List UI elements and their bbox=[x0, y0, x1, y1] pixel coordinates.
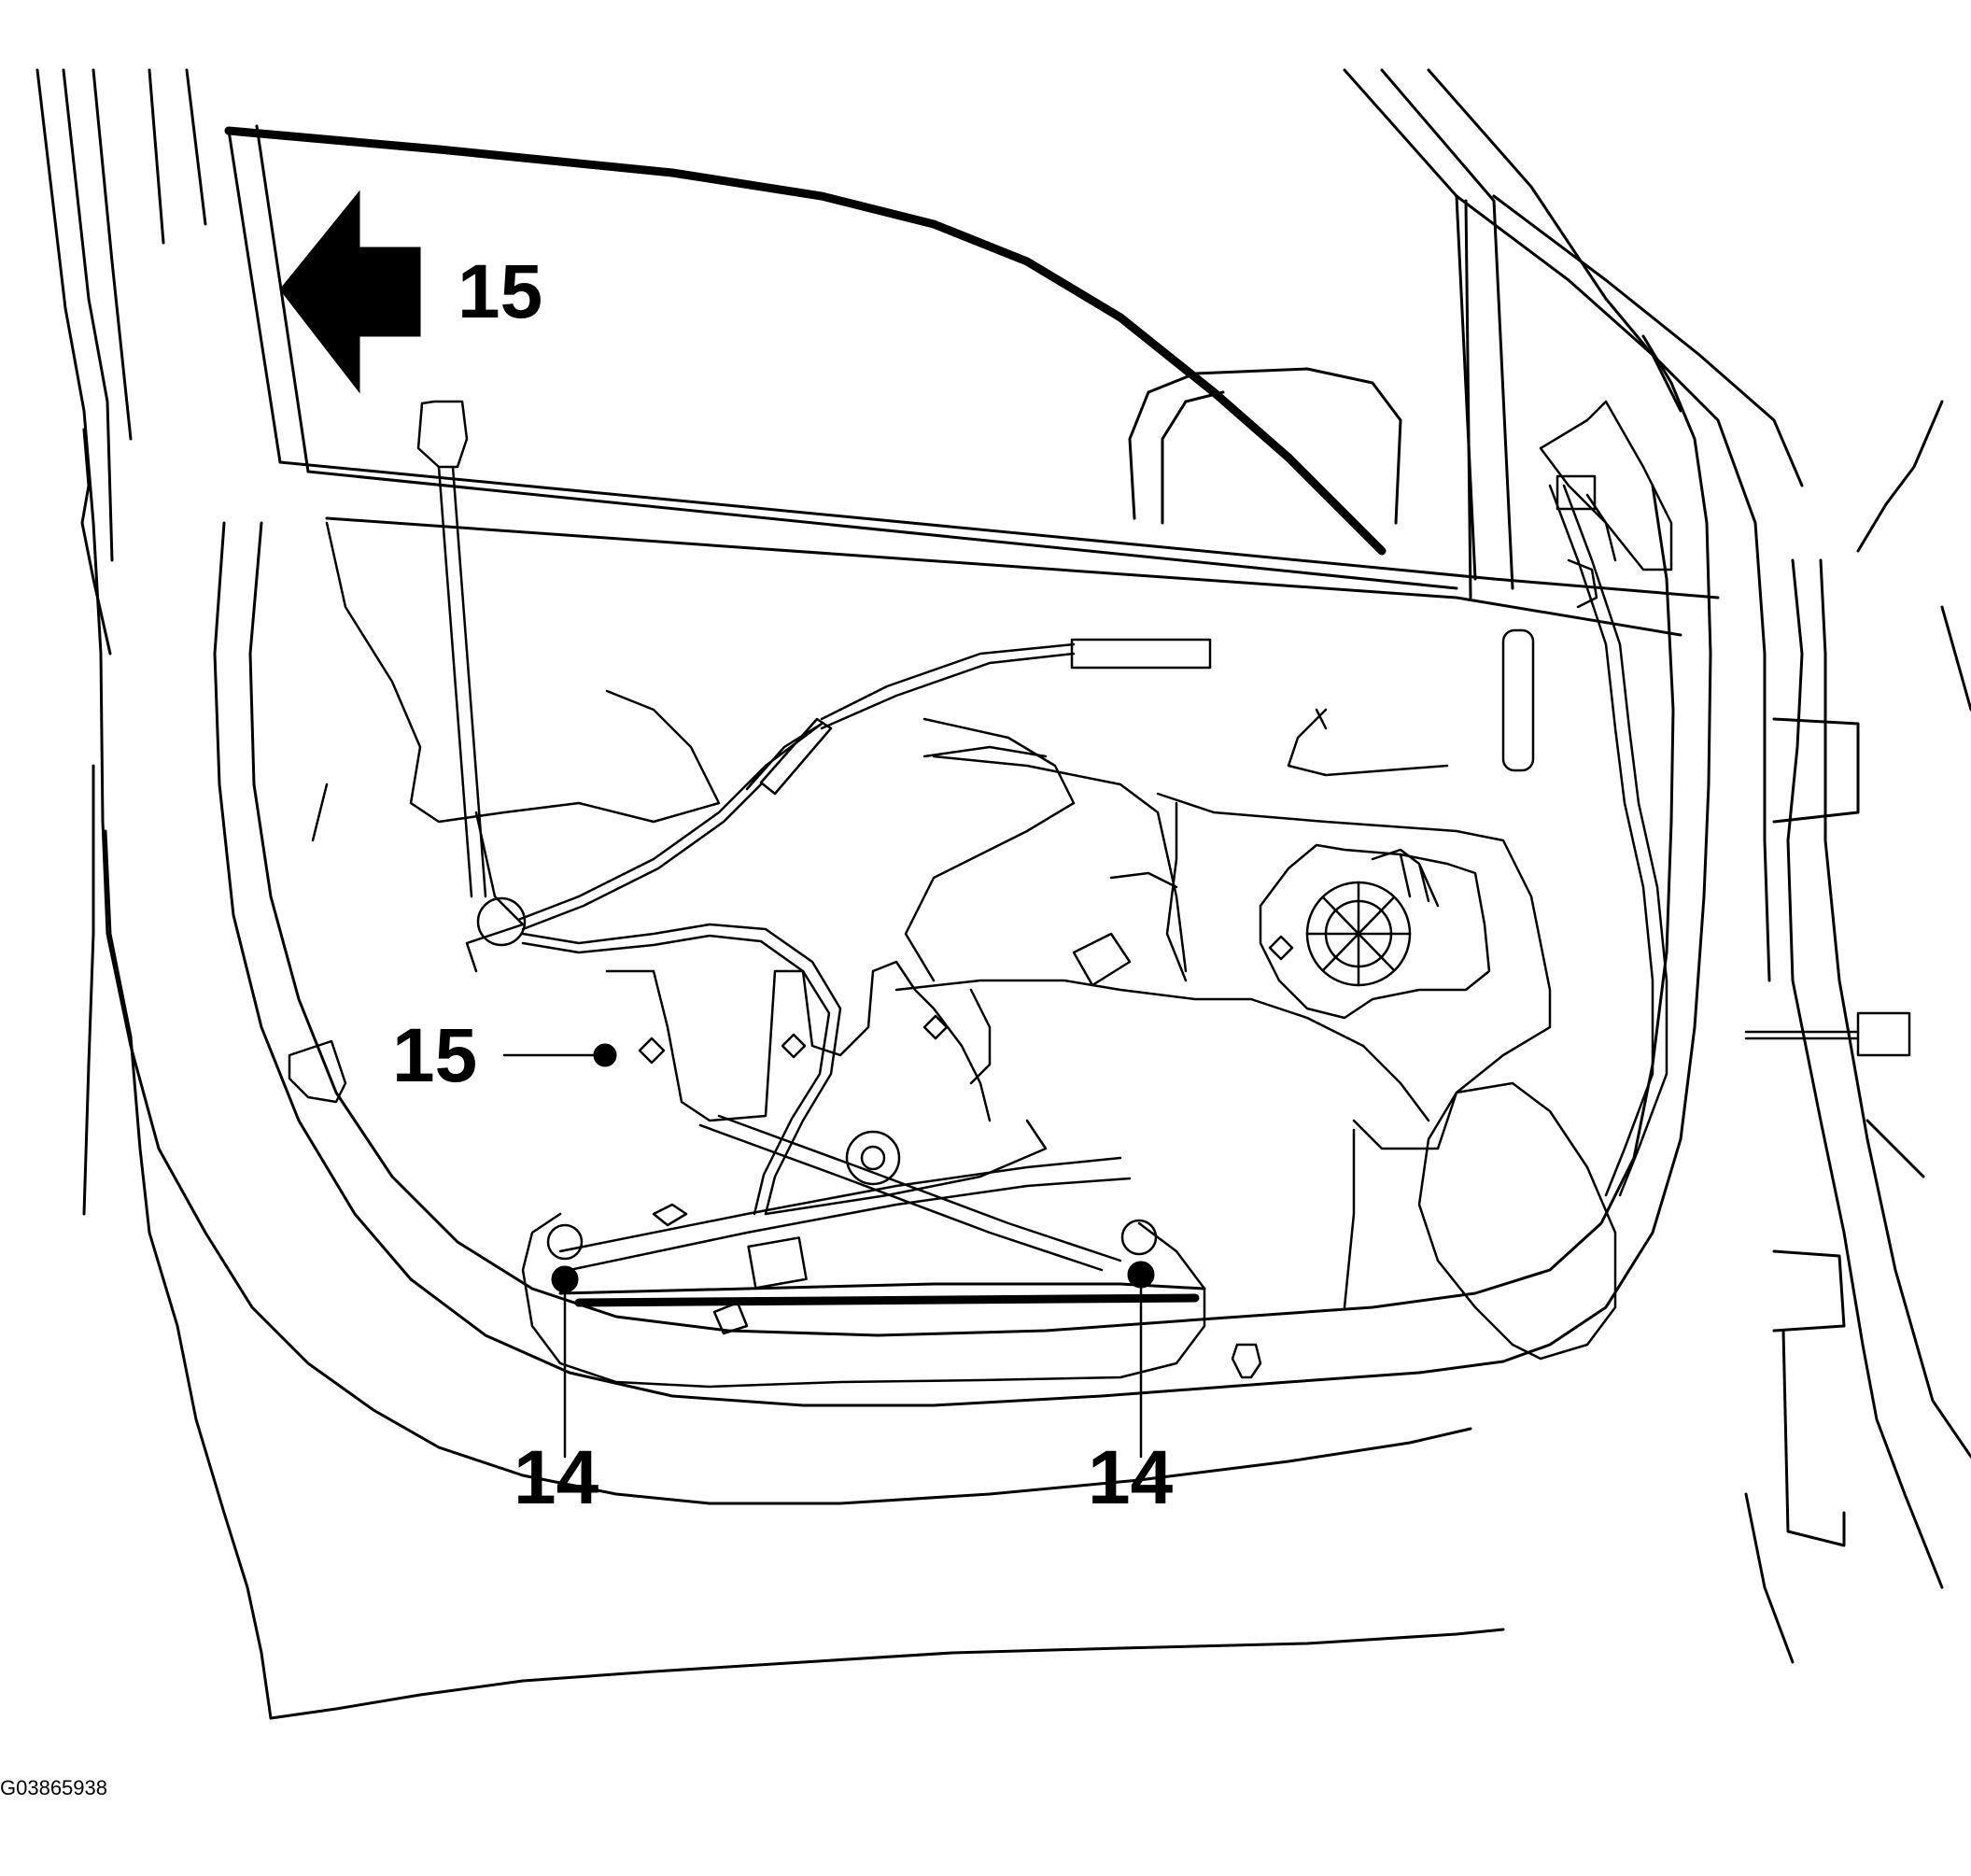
body-details bbox=[288, 783, 1178, 1104]
window-regulator bbox=[521, 960, 1262, 1389]
control-cables bbox=[416, 400, 1668, 1216]
arrow-left-icon bbox=[279, 190, 421, 394]
fastener-callout-label: 15 bbox=[392, 1013, 477, 1098]
figure-id: G03865938 bbox=[0, 1776, 107, 1799]
door-outer-frame bbox=[35, 68, 1712, 1720]
bolt-leader-lines bbox=[563, 1286, 1143, 1459]
window-frame bbox=[224, 68, 1720, 637]
body-side-right bbox=[1455, 194, 1971, 1664]
inner-panel bbox=[325, 400, 1673, 1361]
arrow-callout-label: 15 bbox=[458, 249, 542, 334]
bolt-left-callout-label: 14 bbox=[514, 1435, 599, 1520]
bolt-right-callout-label: 14 bbox=[1088, 1435, 1174, 1520]
door-lock-assembly bbox=[1072, 843, 1491, 1020]
